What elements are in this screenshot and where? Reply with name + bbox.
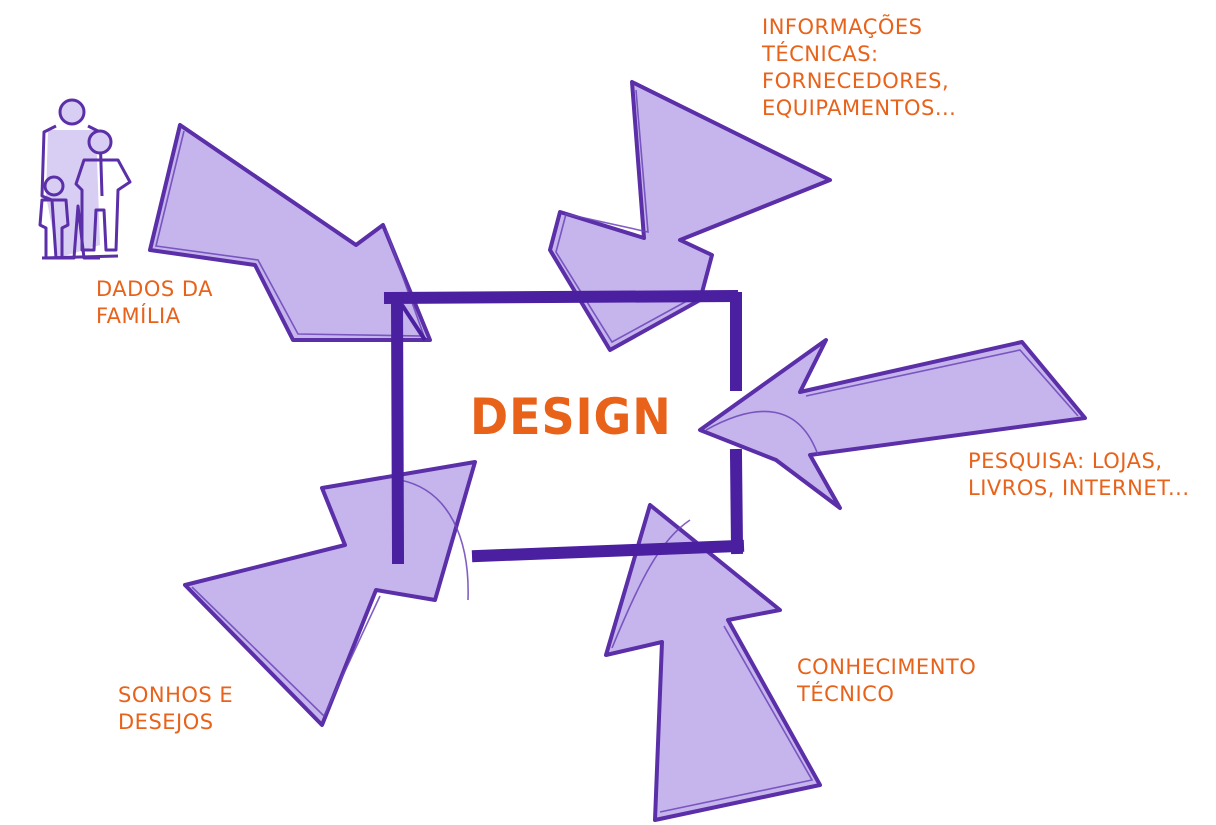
label-technical-info: INFORMAÇÕES TÉCNICAS: FORNECEDORES, EQUI… bbox=[762, 14, 956, 122]
label-line: FAMÍLIA bbox=[96, 304, 181, 328]
label-technical-knowledge: CONHECIMENTO TÉCNICO bbox=[797, 654, 976, 708]
arrow-research bbox=[698, 338, 1087, 510]
label-line: INFORMAÇÕES bbox=[762, 15, 923, 39]
family-figures-icon bbox=[38, 98, 132, 260]
label-research: PESQUISA: LOJAS, LIVROS, INTERNET... bbox=[968, 448, 1190, 502]
label-dreams: SONHOS E DESEJOS bbox=[118, 682, 233, 736]
label-line: EQUIPAMENTOS... bbox=[762, 96, 957, 120]
label-line: TÉCNICAS: bbox=[762, 42, 879, 66]
label-line: CONHECIMENTO bbox=[797, 655, 977, 679]
label-line: SONHOS E bbox=[118, 683, 234, 707]
label-line: DESEJOS bbox=[118, 710, 214, 734]
arrow-technical-knowledge bbox=[604, 503, 822, 822]
label-line: DADOS DA bbox=[96, 277, 214, 301]
label-line: FORNECEDORES, bbox=[762, 69, 950, 93]
arrow-technical-info bbox=[548, 80, 832, 352]
label-line: PESQUISA: LOJAS, bbox=[968, 449, 1163, 473]
arrow-family bbox=[148, 123, 432, 342]
label-line: TÉCNICO bbox=[797, 682, 895, 706]
label-line: LIVROS, INTERNET... bbox=[968, 476, 1190, 500]
label-family: DADOS DA FAMÍLIA bbox=[96, 276, 213, 330]
design-box bbox=[383, 289, 745, 565]
center-title: DESIGN bbox=[470, 388, 672, 446]
